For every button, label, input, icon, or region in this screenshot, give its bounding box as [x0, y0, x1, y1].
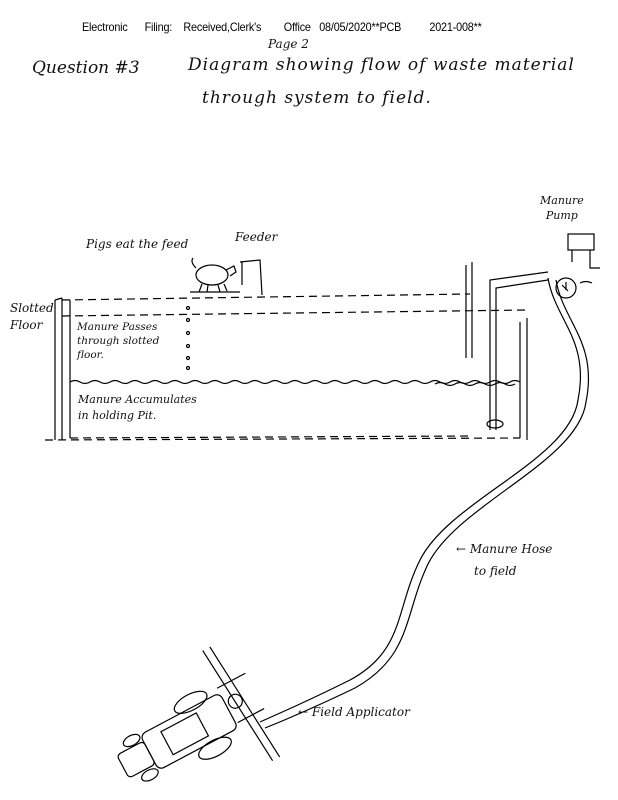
header-part: Office [283, 20, 311, 34]
feeder [239, 259, 263, 296]
holding-pit [44, 297, 528, 441]
header-part: Electronic [82, 20, 128, 34]
filing-header: Electronic Filing: Received,Clerk's Offi… [82, 20, 482, 34]
label-manure-accumulates: Manure Accumulates in holding Pit. [78, 392, 197, 424]
pump-pipe [486, 271, 549, 430]
page-label: Page 2 [268, 37, 309, 51]
label-manure-hose: ← Manure Hose to field [456, 538, 552, 582]
tractor-applicator-icon [117, 646, 281, 782]
label-line: Floor [10, 318, 43, 332]
title-line-1: Diagram showing flow of waste material [188, 55, 575, 75]
slotted-floor [61, 293, 528, 317]
header-part: 08/05/2020**PCB [319, 20, 402, 34]
label-line: through slotted [77, 335, 160, 347]
title-line-2: through system to field. [202, 88, 432, 108]
label-line: Manure Passes [77, 321, 158, 333]
label-manure-pump: Manure Pump [540, 193, 584, 223]
label-feeder: Feeder [235, 230, 278, 244]
manure-level [69, 379, 521, 385]
header-part: 2021-008** [429, 20, 482, 34]
barn-wall [465, 262, 473, 358]
question-number: Question #3 [32, 58, 140, 78]
label-line: Pump [545, 209, 578, 222]
label-line: Manure [540, 194, 584, 207]
label-pigs: Pigs eat the feed [86, 237, 189, 251]
label-line: floor. [77, 349, 104, 361]
label-manure-passes: Manure Passes through slotted floor. [77, 320, 159, 362]
header-part: Received,Clerk's [183, 20, 262, 34]
label-slotted-floor: Slotted Floor [10, 300, 54, 334]
manure-pump-icon [555, 233, 600, 299]
label-line: Manure Accumulates [78, 393, 197, 406]
label-line: in holding Pit. [78, 409, 157, 422]
header-part: Filing: [144, 20, 173, 34]
label-line: Slotted [10, 301, 54, 315]
label-line: to field [474, 564, 517, 578]
label-field-applicator: ← Field Applicator [298, 705, 410, 719]
manure-hose [259, 277, 590, 729]
label-line: ← Manure Hose [456, 542, 553, 556]
pig-icon [190, 257, 240, 293]
manure-drips [185, 305, 191, 371]
